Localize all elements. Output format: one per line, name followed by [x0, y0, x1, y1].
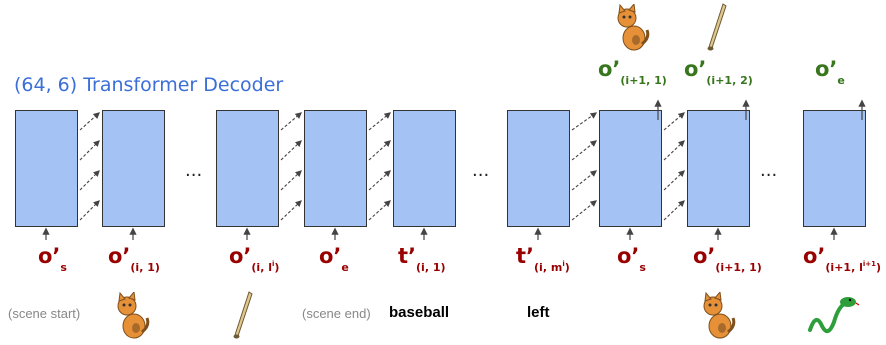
decoder-step-box	[304, 110, 367, 227]
decoder-step-box	[216, 110, 279, 227]
input-token: o’(i, li)	[229, 244, 280, 274]
scene-end-note: (scene end)	[302, 306, 371, 321]
input-token: o’(i+1, 1)	[693, 244, 762, 274]
cat-icon	[617, 4, 650, 51]
scene-start-note: (scene start)	[8, 306, 81, 321]
input-token: o’(i, 1)	[108, 244, 160, 274]
input-token: t’(i, mi)	[516, 244, 570, 274]
input-token: o’s	[38, 244, 67, 274]
output-token: o’(i+1, 2)	[684, 57, 753, 87]
bat-icon	[707, 3, 727, 51]
cat-icon	[703, 292, 736, 339]
word-baseball: baseball	[389, 304, 450, 321]
output-token: o’(i+1, 1)	[598, 57, 667, 87]
ellipsis-1: ...	[185, 160, 203, 181]
ellipsis-3: ...	[760, 160, 778, 181]
decoder-step-box	[599, 110, 662, 227]
word-left: left	[527, 304, 550, 321]
input-token: o’e	[319, 244, 349, 274]
bat-icon	[233, 291, 253, 339]
decoder-step-box	[15, 110, 78, 227]
input-token: o’s	[617, 244, 646, 274]
decoder-step-box	[803, 110, 866, 227]
diagram-title: (64, 6) Transformer Decoder	[14, 74, 284, 96]
decoder-step-box	[687, 110, 750, 227]
snake-icon	[808, 297, 860, 334]
input-token: t’(i, 1)	[398, 244, 446, 274]
ellipsis-2: ...	[472, 160, 490, 181]
input-token: o’(i+1, li+1)	[803, 244, 882, 274]
output-token: o’e	[815, 57, 845, 87]
decoder-step-box	[393, 110, 456, 227]
cat-icon	[117, 292, 150, 339]
decoder-step-box	[102, 110, 165, 227]
decoder-step-box	[507, 110, 570, 227]
